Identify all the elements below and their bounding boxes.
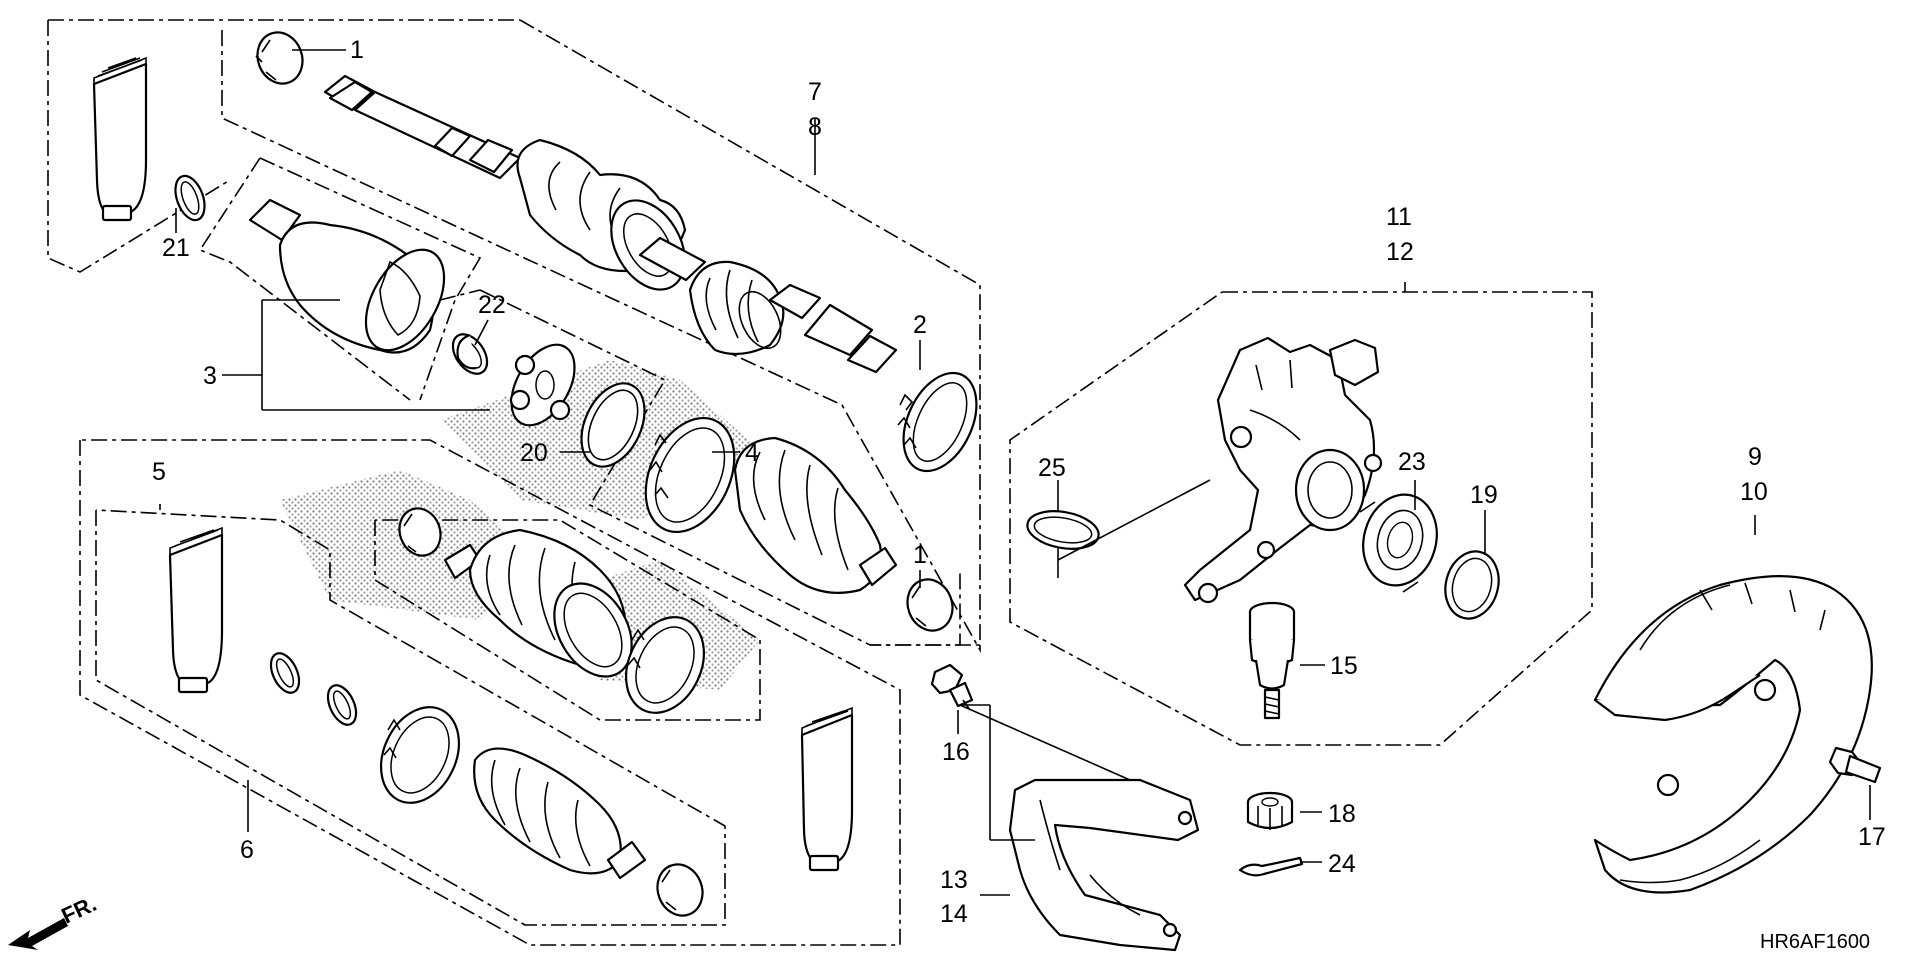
frame-driveshaft-assembly bbox=[221, 30, 981, 654]
steering-knuckle-icon bbox=[1183, 336, 1383, 604]
callout-3: 3 bbox=[203, 362, 217, 390]
circlip-icon bbox=[1444, 550, 1500, 620]
callout-14: 14 bbox=[940, 900, 968, 928]
boot-band-icon bbox=[906, 578, 954, 632]
callout-23: 23 bbox=[1398, 448, 1426, 476]
circlip-icon bbox=[326, 684, 358, 726]
inner-joint-housing-icon bbox=[248, 198, 446, 354]
grease-tube-icon bbox=[92, 56, 148, 222]
circlip-icon bbox=[174, 174, 206, 222]
boot-band-icon bbox=[644, 416, 736, 534]
flange-bolt-icon bbox=[1828, 746, 1882, 784]
snap-ring-icon bbox=[580, 382, 646, 468]
boot-band-icon bbox=[398, 507, 442, 557]
group-frames bbox=[47, 19, 1593, 946]
boot-band-icon bbox=[625, 616, 705, 714]
front-arrow-icon bbox=[8, 918, 68, 950]
callout-25: 25 bbox=[1038, 454, 1066, 482]
callout-2: 2 bbox=[913, 311, 927, 339]
frame-boot-kit-5 bbox=[95, 509, 726, 926]
callout-16: 16 bbox=[942, 738, 970, 766]
callout-1: 1 bbox=[350, 36, 364, 64]
grease-tube-icon bbox=[168, 526, 224, 694]
callout-6: 6 bbox=[240, 836, 254, 864]
flange-bolt-icon bbox=[930, 663, 974, 711]
circlip-icon bbox=[1026, 510, 1100, 550]
callout-22: 22 bbox=[478, 291, 506, 319]
frame-knuckle-group bbox=[1009, 291, 1593, 746]
frame-inner-boot bbox=[374, 519, 761, 721]
drive-shaft-icon bbox=[323, 74, 898, 374]
splash-guard-icon bbox=[1593, 575, 1873, 894]
callout-24: 24 bbox=[1328, 850, 1356, 878]
leader-lines bbox=[159, 49, 1871, 896]
callout-13: 13 bbox=[940, 866, 968, 894]
frame-boot-kit-6 bbox=[79, 439, 901, 946]
callout-20: 20 bbox=[520, 439, 548, 467]
frame-boot-set bbox=[479, 289, 961, 646]
callout-10: 10 bbox=[1740, 478, 1768, 506]
inner-boot-icon bbox=[733, 436, 898, 594]
frame-inner-joint bbox=[259, 157, 482, 401]
grease-tube-icon bbox=[800, 706, 854, 872]
lower-boot-icon bbox=[380, 706, 647, 880]
callout-18: 18 bbox=[1328, 800, 1356, 828]
front-direction-indicator: FR. bbox=[8, 891, 100, 950]
snap-ring-icon bbox=[456, 333, 477, 370]
boot-band-icon bbox=[255, 31, 304, 85]
callout-7: 7 bbox=[808, 78, 822, 106]
boot-band-icon bbox=[656, 863, 704, 917]
ball-joint-icon bbox=[1248, 601, 1296, 720]
callout-1: 1 bbox=[913, 541, 927, 569]
callout-5: 5 bbox=[152, 458, 166, 486]
callout-21: 21 bbox=[162, 234, 190, 262]
cotter-pin-icon bbox=[1238, 856, 1304, 877]
wheel-bearing-icon bbox=[1359, 493, 1438, 593]
callout-8: 8 bbox=[808, 113, 822, 141]
circlip-icon bbox=[269, 652, 301, 694]
callout-12: 12 bbox=[1386, 238, 1414, 266]
callout-11: 11 bbox=[1386, 203, 1412, 231]
castle-nut-icon bbox=[1246, 791, 1294, 830]
callout-9: 9 bbox=[1748, 443, 1762, 471]
lower-arm-guard-icon bbox=[1008, 778, 1200, 952]
diagram-code: HR6AF1600 bbox=[1760, 931, 1870, 953]
callout-15: 15 bbox=[1330, 652, 1358, 680]
callout-4: 4 bbox=[745, 439, 759, 467]
tripod-spider-icon bbox=[509, 343, 576, 427]
callout-19: 19 bbox=[1470, 481, 1498, 509]
callout-labels: 1 21 7 8 22 3 2 20 4 1 5 6 11 12 25 23 1… bbox=[152, 36, 1886, 928]
boot-band-icon bbox=[897, 371, 978, 473]
frame-grease-group bbox=[47, 20, 231, 273]
outer-boot-icon bbox=[443, 528, 633, 678]
callout-17: 17 bbox=[1858, 823, 1886, 851]
